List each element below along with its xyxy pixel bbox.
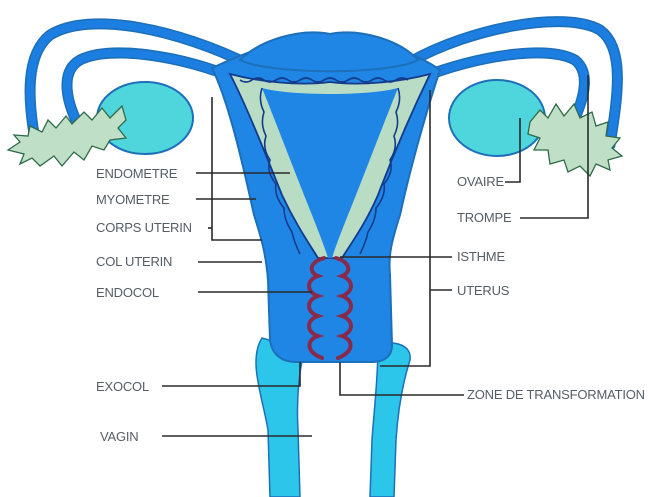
label-exocol: EXOCOL [96,379,149,394]
fimbriae-left [8,106,126,166]
label-corps-uterin: CORPS UTERIN [96,220,192,235]
label-ovaire: OVAIRE [457,174,504,189]
label-zone-de-transformation: ZONE DE TRANSFORMATION [467,387,645,402]
label-col-uterin: COL UTERIN [96,254,172,269]
label-myometre: MYOMETRE [96,192,170,207]
label-vagin: VAGIN [100,429,139,444]
label-uterus: UTERUS [457,283,510,298]
label-endocol: ENDOCOL [96,285,159,300]
label-endometre: ENDOMETRE [96,166,178,181]
label-isthme: ISTHME [457,249,505,264]
uterus [212,32,440,362]
label-trompe: TROMPE [457,210,512,225]
fimbriae-right [528,104,622,176]
ovary-right [449,80,545,156]
